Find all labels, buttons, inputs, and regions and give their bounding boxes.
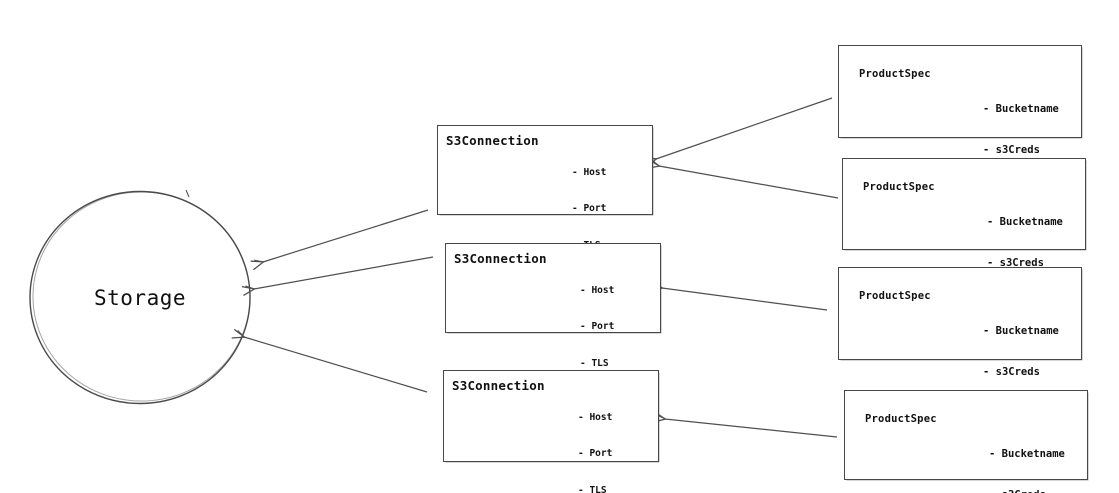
s3connection-node-1-label: S3Connection bbox=[446, 133, 539, 148]
productspec-node-2-label: ProductSpec bbox=[863, 181, 935, 193]
storage-node-circle bbox=[29, 189, 251, 405]
productspec-node-1: ProductSpec - Bucketname - s3Creds bbox=[838, 45, 1082, 156]
s3connection-node-2-label: S3Connection bbox=[454, 251, 547, 266]
attribute-bucketname: - Bucketname bbox=[987, 216, 1063, 228]
productspec-node-1-label: ProductSpec bbox=[859, 68, 931, 80]
attribute-bucketname: - Bucketname bbox=[983, 103, 1059, 115]
s3connection-node-1: S3Connection - Host - Port - TLS bbox=[437, 125, 653, 251]
arrow-s3connection1-to-storage bbox=[250, 209, 429, 271]
productspec-node-4: ProductSpec - Bucketname - s3Creds bbox=[844, 390, 1088, 493]
attribute-tls: - TLS bbox=[580, 358, 609, 370]
productspec-node-4-attributes: - Bucketname - s3Creds bbox=[989, 421, 1065, 493]
attribute-bucketname: - Bucketname bbox=[989, 448, 1065, 460]
arrow-productspec4-to-s3connection3 bbox=[652, 412, 838, 438]
attribute-host: - Host bbox=[580, 284, 615, 296]
s3connection-node-3: S3Connection - Host - Port - TLS bbox=[443, 370, 659, 493]
attribute-port: - Port bbox=[580, 321, 615, 333]
attribute-host: - Host bbox=[572, 166, 607, 178]
s3connection-node-3-label: S3Connection bbox=[452, 378, 545, 393]
productspec-node-2-attributes: - Bucketname - s3Creds bbox=[987, 189, 1063, 297]
productspec-node-1-attributes: - Bucketname - s3Creds bbox=[983, 76, 1059, 184]
productspec-node-3: ProductSpec - Bucketname - s3Creds bbox=[838, 267, 1082, 378]
attribute-host: - Host bbox=[578, 411, 613, 423]
productspec-node-4-label: ProductSpec bbox=[865, 413, 937, 425]
arrow-s3connection3-to-storage bbox=[231, 328, 428, 393]
attribute-port: - Port bbox=[572, 203, 607, 215]
attribute-s3creds: - s3Creds bbox=[987, 256, 1044, 269]
storage-node-label: Storage bbox=[93, 286, 187, 310]
s3connection-node-2: S3Connection - Host - Port - TLS bbox=[445, 243, 661, 369]
s3connection-node-3-attributes: - Host - Port - TLS bbox=[578, 387, 612, 493]
arrow-productspec1-to-s3connection1 bbox=[643, 97, 833, 168]
attribute-s3creds: - s3Creds bbox=[989, 489, 1065, 493]
arrow-productspec3-to-s3connection2 bbox=[649, 281, 828, 311]
attribute-bucketname: - Bucketname bbox=[983, 325, 1059, 337]
attribute-s3creds: - s3Creds bbox=[983, 143, 1040, 156]
attribute-port: - Port bbox=[578, 448, 613, 460]
arrow-productspec2-to-s3connection1 bbox=[646, 158, 839, 199]
attribute-tls: - TLS bbox=[578, 485, 607, 493]
arrow-s3connection2-to-storage bbox=[241, 256, 434, 297]
attribute-s3creds: - s3Creds bbox=[983, 365, 1040, 378]
s3connection-node-2-attributes: - Host - Port - TLS bbox=[580, 260, 614, 395]
productspec-node-2: ProductSpec - Bucketname - s3Creds bbox=[842, 158, 1086, 269]
productspec-node-3-attributes: - Bucketname - s3Creds bbox=[983, 298, 1059, 406]
productspec-node-3-label: ProductSpec bbox=[859, 290, 931, 302]
